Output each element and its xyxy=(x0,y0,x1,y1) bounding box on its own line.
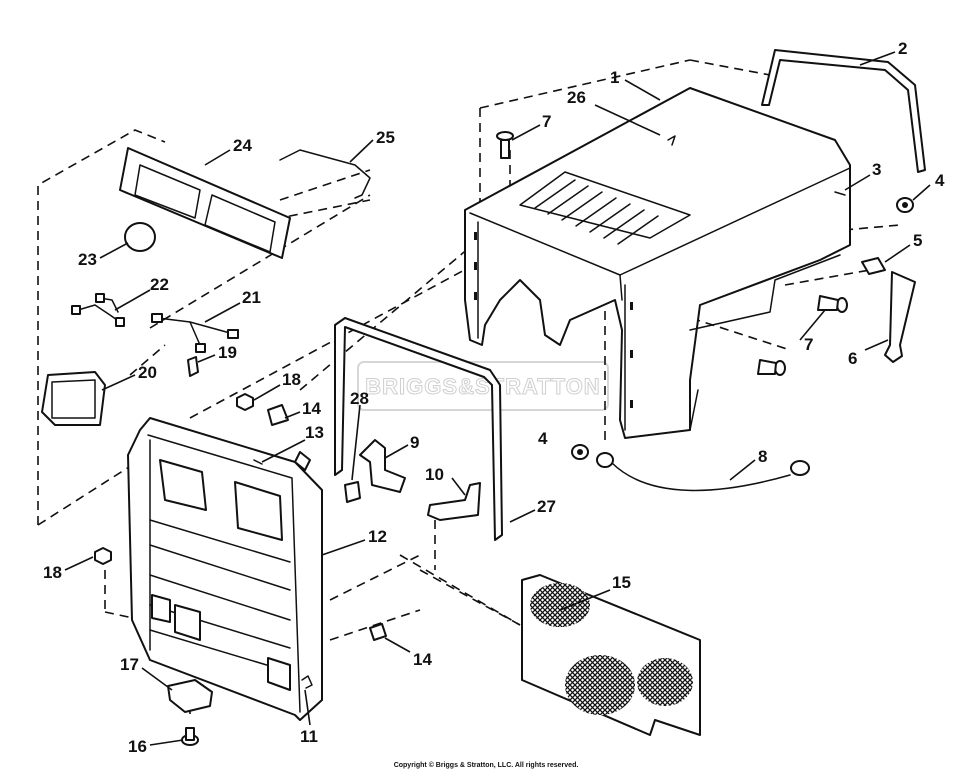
bolt-7-side xyxy=(817,295,848,313)
harness-22 xyxy=(71,293,125,327)
label-part-14-lower: 14 xyxy=(413,650,432,669)
label-part-28: 28 xyxy=(350,389,369,408)
label-part-26: 26 xyxy=(567,88,586,107)
hood xyxy=(464,87,851,439)
label-part-5: 5 xyxy=(913,231,922,250)
nut-18a xyxy=(236,393,254,411)
part-labels: 1 2 3 4 4 5 6 7 7 8 9 10 11 12 13 14 14 … xyxy=(43,39,945,756)
label-part-7-upper: 7 xyxy=(542,112,551,131)
clip-11 xyxy=(301,675,313,689)
copyright-notice: Copyright © Briggs & Stratton, LLC. All … xyxy=(393,762,579,769)
label-part-4-lower: 4 xyxy=(538,429,548,448)
label-part-1: 1 xyxy=(610,68,619,87)
label-part-9: 9 xyxy=(410,433,419,452)
label-part-4-upper: 4 xyxy=(935,171,945,190)
label-part-22: 22 xyxy=(150,275,169,294)
bolt-7-lower xyxy=(757,359,786,376)
handle-bar xyxy=(761,49,926,173)
nut-4b xyxy=(571,444,589,460)
label-part-20: 20 xyxy=(138,363,157,382)
leader-lines xyxy=(64,51,931,746)
label-part-10: 10 xyxy=(425,465,444,484)
label-part-7-lower: 7 xyxy=(804,335,813,354)
label-part-25: 25 xyxy=(376,128,395,147)
bracket-10 xyxy=(427,482,481,521)
harness-21 xyxy=(151,313,239,353)
label-part-11: 11 xyxy=(300,727,318,746)
bolt-7-upper xyxy=(496,131,514,159)
label-part-21: 21 xyxy=(242,288,261,307)
label-part-27: 27 xyxy=(537,497,556,516)
hinge-plate-17 xyxy=(167,679,213,713)
cable-8 xyxy=(596,452,810,492)
headlight-20 xyxy=(41,371,106,426)
screen-15 xyxy=(521,574,701,736)
label-part-6: 6 xyxy=(848,349,857,368)
label-part-14-upper: 14 xyxy=(302,399,321,418)
screw-16 xyxy=(181,727,199,746)
label-part-8: 8 xyxy=(758,447,767,466)
light-bezel-24 xyxy=(119,147,291,259)
label-part-19: 19 xyxy=(218,343,237,362)
label-part-23: 23 xyxy=(78,250,97,269)
clip-14b xyxy=(369,623,387,641)
bracket-9 xyxy=(359,439,406,493)
label-part-12: 12 xyxy=(368,527,387,546)
label-part-17: 17 xyxy=(120,655,139,674)
label-part-24: 24 xyxy=(233,136,252,155)
nut-4a xyxy=(896,197,914,213)
clip-3 xyxy=(834,191,846,196)
connector-19 xyxy=(187,356,199,377)
nut-18b xyxy=(94,547,112,565)
seal-strip-27 xyxy=(334,317,503,541)
clip-26 xyxy=(667,135,676,146)
label-part-13: 13 xyxy=(305,423,324,442)
label-part-16: 16 xyxy=(128,737,147,756)
fastener-13 xyxy=(253,459,263,465)
clip-28 xyxy=(344,481,361,503)
plate-5 xyxy=(861,257,886,275)
spring-25 xyxy=(279,149,371,199)
watermark-text: BRIGGS&STRATTON xyxy=(365,374,600,399)
label-part-2: 2 xyxy=(898,39,907,58)
lens-23 xyxy=(124,222,156,252)
label-part-15: 15 xyxy=(612,573,631,592)
latch-6 xyxy=(884,271,916,363)
label-part-18-lower: 18 xyxy=(43,563,62,582)
grille-12 xyxy=(127,417,323,721)
label-part-3: 3 xyxy=(872,160,881,179)
brand-watermark: BRIGGS&STRATTON xyxy=(357,361,609,411)
clip-14a xyxy=(267,404,289,426)
label-part-18-upper: 18 xyxy=(282,370,301,389)
